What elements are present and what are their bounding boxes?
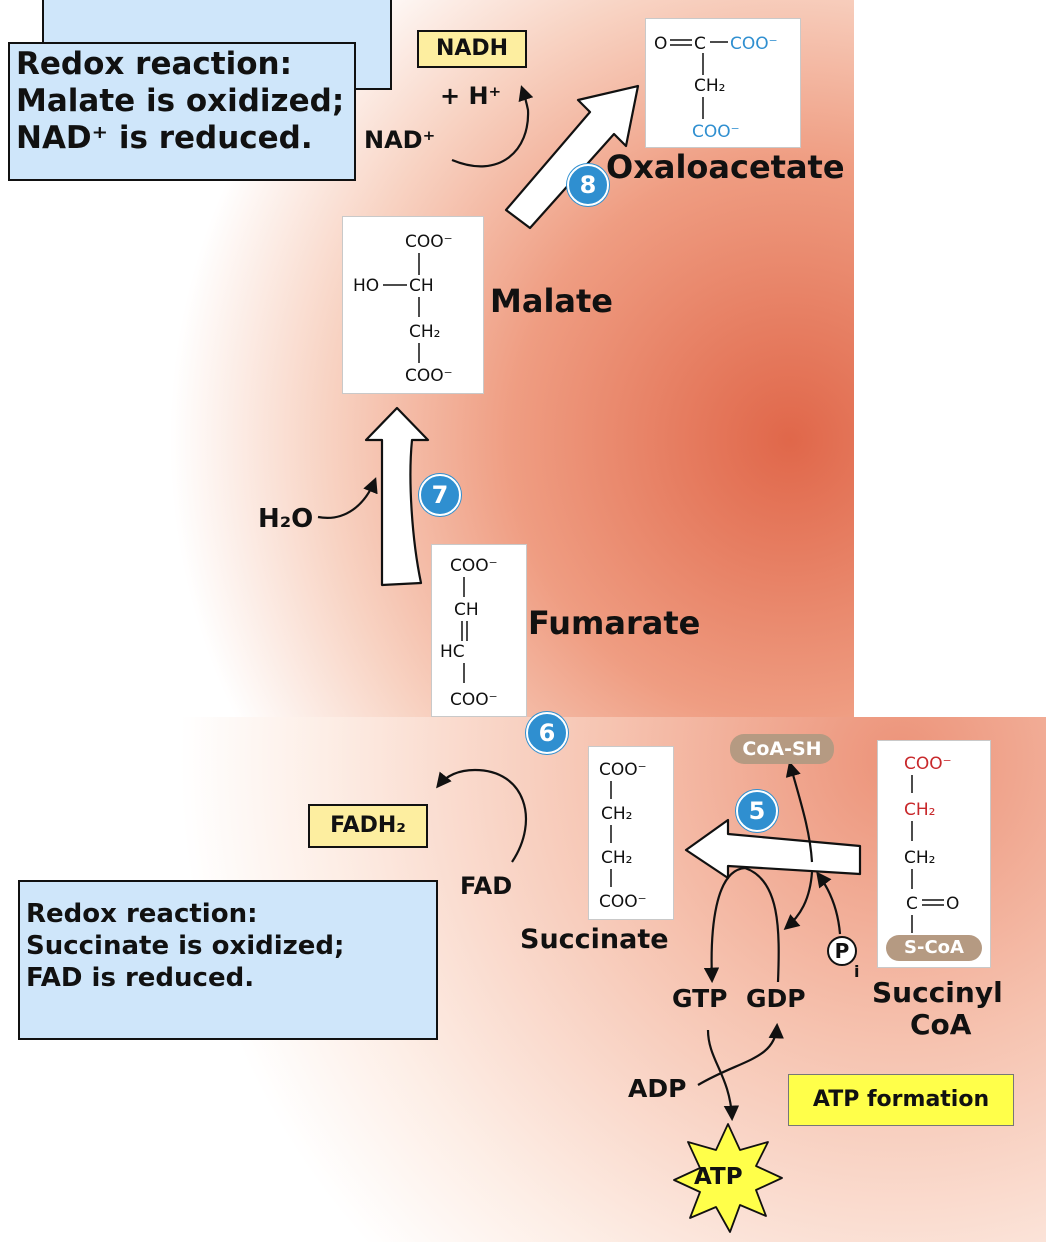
carboxylate-top: COO⁻ (730, 34, 778, 54)
methylene-top: CH₂ (904, 800, 935, 820)
nad-curve-arrow (451, 85, 534, 168)
methylene-group: CH₂ (694, 76, 725, 96)
malate-label: Malate (490, 282, 613, 320)
methylene-bottom: CH₂ (601, 848, 632, 868)
callout-line-3: NAD⁺ is reduced. (16, 120, 313, 156)
carboxylate-top: COO⁻ (904, 754, 952, 774)
carboxylate-bottom: COO⁻ (405, 366, 453, 386)
phosphate-circle: P (827, 936, 857, 966)
oxygen-atom: O (654, 34, 667, 54)
adp-up-arrow (697, 1022, 784, 1086)
coa-release-arrow (785, 761, 814, 863)
succinyl-coa-label-line1: Succinyl (872, 976, 1003, 1009)
adp-label: ADP (628, 1074, 687, 1103)
succinate-label: Succinate (520, 924, 669, 955)
step-6-marker: 6 (526, 712, 568, 754)
gdp-label: GDP (746, 984, 806, 1013)
gdp-inner-arrow (783, 871, 814, 931)
oxaloacetate-label: Oxaloacetate (606, 148, 845, 186)
callout-line-2: Malate is oxidized; (16, 83, 345, 119)
malate-redox-callout: Redox reaction: Malate is oxidized; NAD⁺… (8, 42, 356, 181)
carbonyl-carbon: C (694, 34, 706, 54)
nadh-label: NADH (417, 30, 527, 68)
carboxylate-top: COO⁻ (405, 232, 453, 252)
h-plus-label: + H⁺ (440, 82, 502, 110)
carboxylate-bottom: COO⁻ (450, 690, 498, 710)
carboxylate-top: COO⁻ (599, 760, 647, 780)
methine-group: CH (409, 276, 434, 296)
methylene-bottom: CH₂ (904, 848, 935, 868)
atp-down-arrow (706, 1029, 740, 1122)
thioester-carbon: C (906, 894, 918, 914)
malate-structure: COO⁻ HO CH CH₂ COO⁻ (342, 216, 484, 394)
nad-plus-label: NAD⁺ (364, 126, 436, 154)
arrow-step-8 (504, 84, 640, 230)
atp-formation-label: ATP formation (788, 1074, 1014, 1126)
arrow-step-5 (684, 818, 862, 880)
carboxylate-bottom: COO⁻ (599, 892, 647, 912)
succinyl-coa-structure: COO⁻ CH₂ CH₂ C O S-CoA (877, 740, 991, 968)
h2o-curve-arrow (317, 477, 378, 519)
atp-label: ATP (694, 1164, 743, 1190)
succinate-redox-callout: Redox reaction: Succinate is oxidized; F… (18, 880, 438, 1040)
methine-bottom: HC (440, 642, 465, 662)
carboxylate-top: COO⁻ (450, 556, 498, 576)
water-label: H₂O (258, 504, 314, 534)
fadh2-label: FADH₂ (308, 804, 428, 848)
callout-line-3: FAD is reduced. (26, 963, 255, 993)
coa-sh-pill: CoA-SH (730, 734, 834, 764)
fad-label: FAD (460, 872, 513, 900)
thioester-oxygen: O (946, 894, 959, 914)
atp-starburst (673, 1123, 783, 1233)
step-7-marker: 7 (419, 474, 461, 516)
methylene-group: CH₂ (409, 322, 440, 342)
step-8-marker: 8 (567, 164, 609, 206)
pi-input-arrow (816, 871, 842, 935)
oxaloacetate-structure: O C COO⁻ CH₂ COO⁻ (645, 18, 801, 148)
methylene-top: CH₂ (601, 804, 632, 824)
hydroxyl-group: HO (353, 276, 379, 296)
phosphate-subscript: i (854, 962, 860, 981)
carboxylate-bottom: COO⁻ (692, 122, 740, 142)
fad-curve-arrow (436, 768, 527, 863)
callout-line-1: Redox reaction: (26, 899, 258, 929)
callout-line-2: Succinate is oxidized; (26, 931, 345, 961)
gtp-label: GTP (672, 984, 728, 1013)
callout-line-1: Redox reaction: (16, 46, 292, 82)
gtp-loop-arrow (703, 866, 780, 984)
succinate-structure: COO⁻ CH₂ CH₂ COO⁻ (588, 746, 674, 920)
arrow-step-7 (364, 406, 430, 587)
s-coa-pill: S-CoA (886, 935, 982, 961)
fumarate-label: Fumarate (528, 604, 701, 642)
step-5-marker: 5 (736, 790, 778, 832)
methine-top: CH (454, 600, 479, 620)
fumarate-structure: COO⁻ CH HC COO⁻ (431, 544, 527, 717)
succinyl-coa-label-line2: CoA (910, 1008, 972, 1041)
